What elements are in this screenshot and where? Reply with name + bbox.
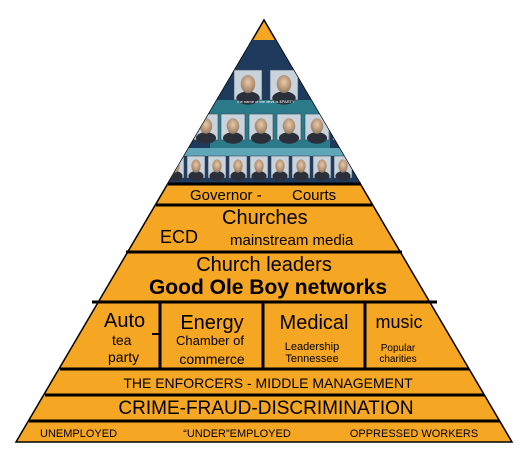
auto-label: Auto xyxy=(104,310,145,332)
tea-party-line2: party xyxy=(108,349,139,365)
portrait-suit xyxy=(335,171,351,181)
portrait-suit xyxy=(272,91,296,105)
portrait-suit xyxy=(209,171,225,181)
portrait-face xyxy=(226,118,240,134)
column-dividers xyxy=(158,302,367,369)
photo-caption: the name of the devil is $PARTY xyxy=(237,99,295,104)
charities-line1: Popular xyxy=(381,343,416,354)
portrait-face xyxy=(212,159,222,173)
portrait-suit xyxy=(222,132,244,144)
courts-label: Courts xyxy=(292,187,336,204)
portrait-face xyxy=(254,118,268,134)
portrait-suit xyxy=(334,132,356,144)
medical-label: Medical xyxy=(280,312,349,334)
portrait-face xyxy=(310,118,324,134)
music-label: music xyxy=(375,312,422,332)
charities-line2: charities xyxy=(379,354,416,365)
portrait-suit xyxy=(188,171,204,181)
chamber-line1: Chamber of xyxy=(176,333,244,348)
portrait-suit xyxy=(306,132,328,144)
governor-label: Governor - xyxy=(190,187,262,204)
pyramid-body xyxy=(14,18,514,443)
church-leaders-label: Church leaders xyxy=(196,254,332,276)
good-ole-boy-label: Good Ole Boy networks xyxy=(149,276,387,299)
portrait-face xyxy=(254,159,264,173)
underemployed-label: “UNDER”EMPLOYED xyxy=(183,428,291,440)
chamber-line2: commerce xyxy=(179,351,245,367)
photo-collage xyxy=(150,40,380,185)
churches-label: Churches xyxy=(222,207,308,229)
leadership-line1: Leadership xyxy=(285,341,339,353)
portrait-face xyxy=(233,159,243,173)
portrait-face xyxy=(338,118,352,134)
portrait-face xyxy=(276,75,292,93)
oppressed-label: OPPRESSED WORKERS xyxy=(350,428,478,440)
portrait-suit xyxy=(251,171,267,181)
portrait-suit xyxy=(272,171,288,181)
ecd-label: ECD xyxy=(160,227,198,247)
portrait-face xyxy=(338,159,348,173)
portrait-face xyxy=(282,118,296,134)
portrait-face xyxy=(240,75,256,93)
portrait-suit xyxy=(314,171,330,181)
portrait-suit xyxy=(230,171,246,181)
energy-label: Energy xyxy=(180,312,243,334)
portrait-face xyxy=(296,159,306,173)
portrait-photo xyxy=(332,113,358,141)
crime-label: CRIME-FRAUD-DISCRIMINATION xyxy=(118,398,413,419)
unemployed-label: UNEMPLOYED xyxy=(40,428,117,440)
portrait-face xyxy=(317,159,327,173)
portrait-face xyxy=(275,159,285,173)
mainstream-media-label: mainstream media xyxy=(230,232,354,249)
portrait-suit xyxy=(236,91,260,105)
enforcers-label: THE ENFORCERS - MIDDLE MANAGEMENT xyxy=(123,375,413,391)
portrait-suit xyxy=(250,132,272,144)
tea-party-line1: tea xyxy=(112,332,132,348)
leadership-line2: Tennessee xyxy=(285,353,338,365)
portrait-suit xyxy=(278,132,300,144)
portrait-face xyxy=(191,159,201,173)
portrait-suit xyxy=(293,171,309,181)
portrait-suit xyxy=(195,132,217,144)
